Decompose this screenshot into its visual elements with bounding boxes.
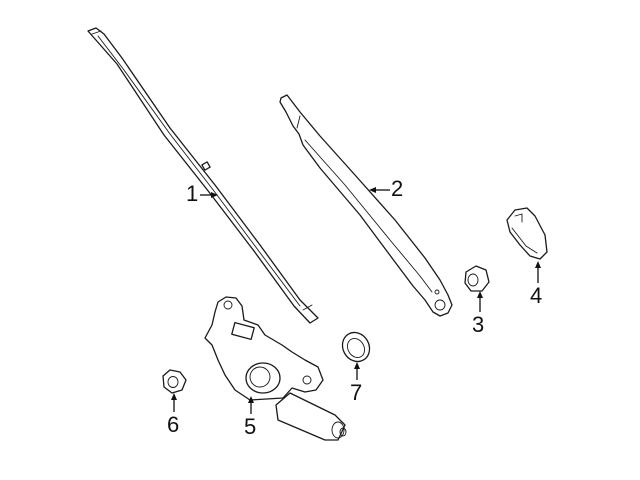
arm-nut: [464, 265, 490, 292]
wiper-blade: [87, 27, 319, 324]
arm-cap: [506, 207, 548, 260]
leader-3: [477, 291, 483, 312]
motor-nut: [162, 369, 187, 394]
callout-2: 2: [391, 176, 404, 201]
leader-5: [248, 396, 254, 414]
leader-1: [200, 192, 218, 198]
callout-1: 1: [186, 181, 199, 206]
leader-2: [369, 187, 390, 193]
callout-7: 7: [350, 380, 363, 405]
leader-7: [354, 362, 360, 380]
leader-6: [171, 393, 177, 412]
callout-4: 4: [530, 283, 543, 308]
callout-6: 6: [167, 412, 180, 437]
callout-3: 3: [472, 312, 485, 337]
grommet: [341, 331, 371, 363]
callout-5: 5: [244, 414, 257, 439]
wiper-arm: [279, 94, 453, 317]
wiper-motor: [204, 296, 347, 441]
leader-4: [535, 261, 541, 283]
